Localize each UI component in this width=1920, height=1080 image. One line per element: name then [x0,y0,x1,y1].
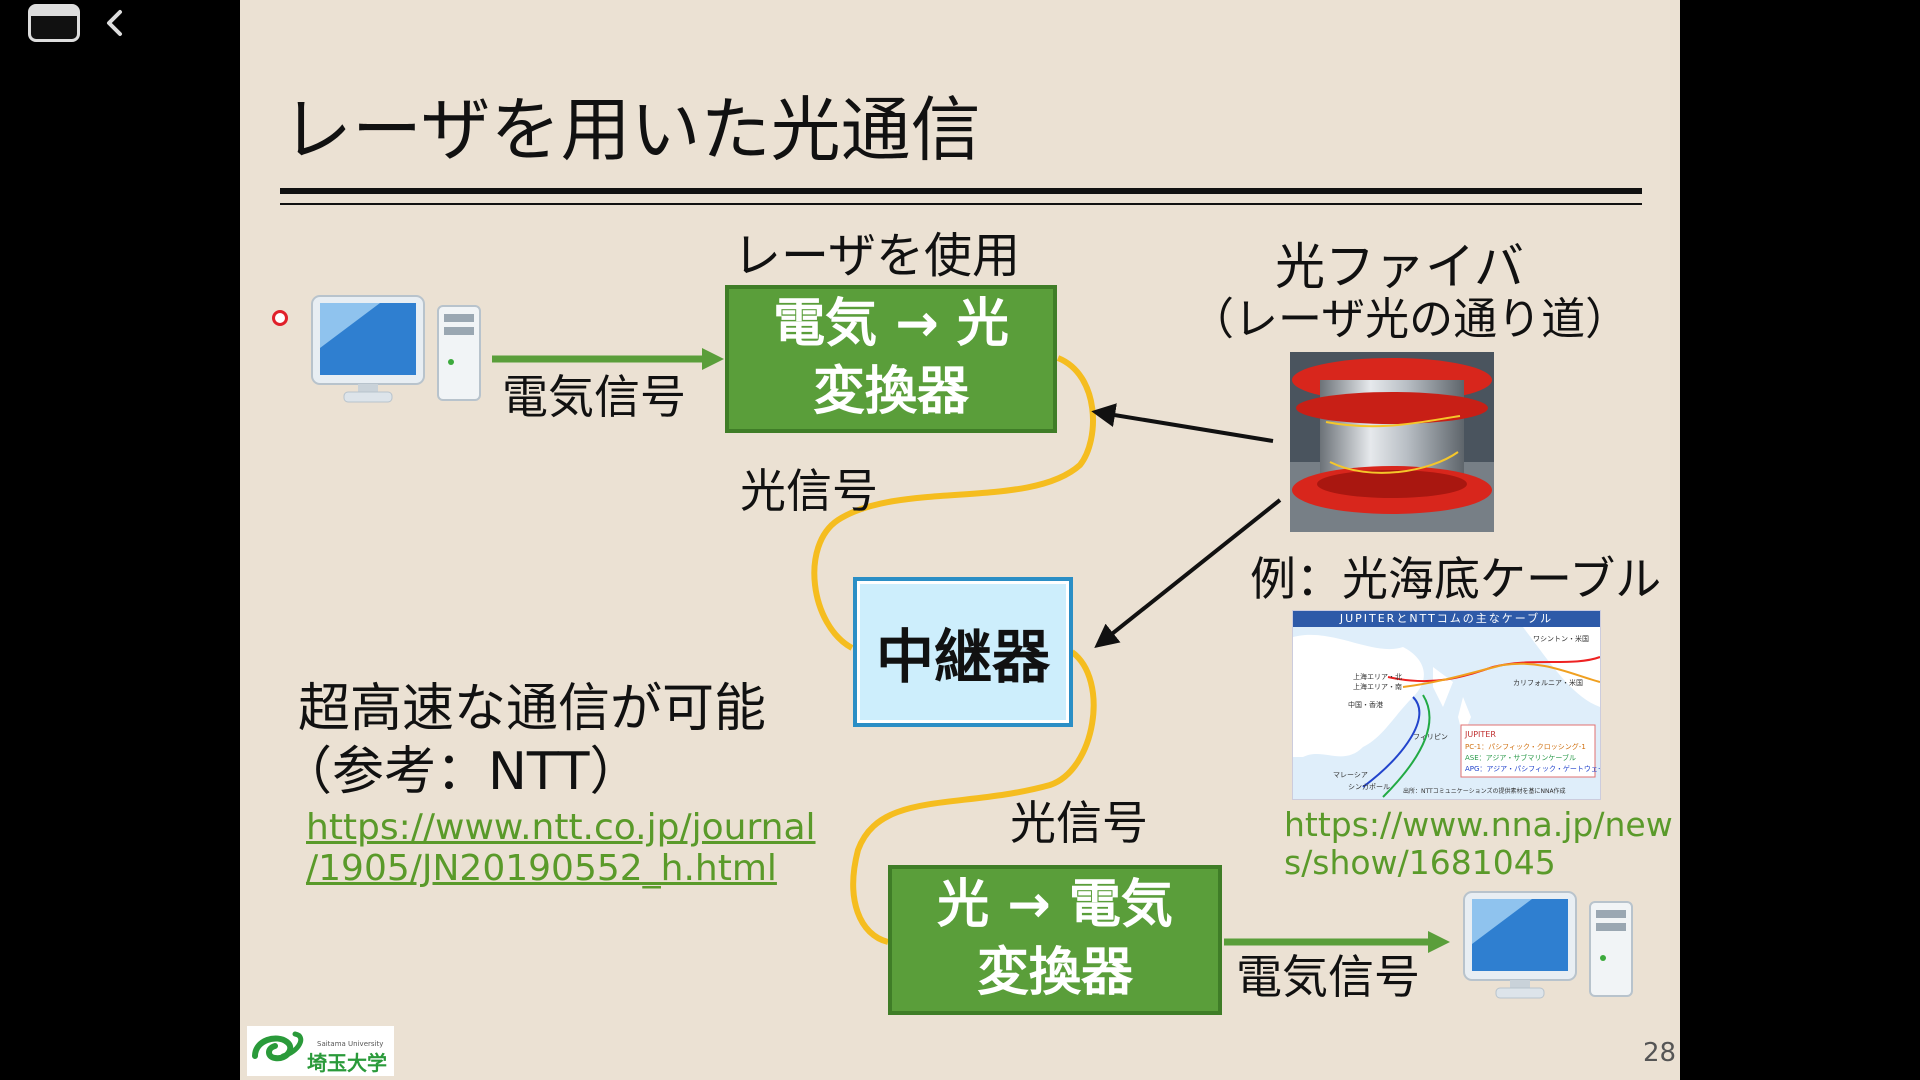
slide-title: レーザを用いた光通信 [282,89,981,171]
o2e-line2: 変換器 [976,943,1133,1003]
e2o-line1: 電気 → 光 [773,294,1009,355]
svg-text:ASE：アジア・サブマリンケーブル: ASE：アジア・サブマリンケーブル [1465,753,1576,762]
cable-map-image: JUPITERとNTTコムの主なケーブル JUPITER PC-1：パシフィック… [1292,610,1601,800]
page-number: 28 [1643,1038,1677,1068]
computer-icon [1462,888,1642,1006]
svg-text:APG：アジア・パシフィック・ゲートウェー: APG：アジア・パシフィック・ゲートウェー [1465,764,1600,773]
nna-link-line1[interactable]: https://www.nna.jp/new [1284,805,1673,844]
logo-small-text: Saitama University [317,1040,383,1048]
ntt-link-line1[interactable]: https://www.ntt.co.jp/journal [306,807,816,848]
ntt-link[interactable]: https://www.ntt.co.jp/journal /1905/JN20… [306,807,816,890]
e2o-converter-box: 電気 → 光 変換器 [725,285,1057,433]
svg-text:上海エリア・南: 上海エリア・南 [1353,682,1402,691]
fiber-subtitle: （レーザ光の通り道） [1190,294,1630,345]
svg-text:カリフォルニア・米国: カリフォルニア・米国 [1513,678,1583,687]
title-underline [280,188,1642,194]
svg-text:ワシントン・米国: ワシントン・米国 [1533,634,1589,643]
e2o-line2: 変換器 [812,362,969,422]
relay-box: 中継器 [853,577,1073,727]
fiber-title: 光ファイバ [1275,238,1524,296]
svg-text:上海エリア・北: 上海エリア・北 [1353,672,1402,681]
svg-text:シンガポール: シンガポール [1348,782,1390,791]
optical-signal-label-1: 光信号 [740,464,878,518]
logo-text: 埼玉大学 [307,1051,387,1075]
diagram-lines [492,348,1450,953]
svg-text:PC-1：パシフィック・クロッシング-1: PC-1：パシフィック・クロッシング-1 [1465,742,1586,751]
fiber-segment-2 [850,649,1097,945]
ntt-link-line2[interactable]: /1905/JN20190552_h.html [306,848,777,890]
speed-text: 超高速な通信が可能 [298,679,767,739]
pointer-to-relay [1094,498,1282,648]
pointer-dot [272,310,288,326]
svg-text:中国・香港: 中国・香港 [1348,700,1383,709]
o2e-converter-box: 光 → 電気 変換器 [888,865,1222,1015]
svg-text:出所：NTTコミュニケーションズの提供素材を基にNNA作成: 出所：NTTコミュニケーションズの提供素材を基にNNA作成 [1403,787,1566,795]
nna-link-line2[interactable]: s/show/1681045 [1284,842,1556,882]
electric-signal-label-top: 電気信号 [502,370,686,424]
nna-link[interactable]: https://www.nna.jp/new s/show/1681045 [1284,806,1673,882]
slide: レーザを用いた光通信 [240,0,1680,1080]
o2e-line1: 光 → 電気 [937,875,1173,936]
svg-text:フィリピン: フィリピン [1413,733,1448,741]
arrow-electric-in-head [702,348,724,370]
cable-map-title: JUPITERとNTTコムの主なケーブル [1293,611,1600,627]
example-label: 例：光海底ケーブル [1250,552,1662,606]
optical-signal-label-2: 光信号 [1010,796,1148,850]
computer-icon [310,292,490,410]
pointer-to-fiber [1091,403,1274,443]
back-arrow-icon[interactable] [100,4,130,42]
window-icon[interactable] [28,4,80,42]
university-logo: Saitama University 埼玉大学 [247,1026,394,1076]
relay-label: 中継器 [875,623,1050,691]
reference-text: （参考：NTT） [280,742,642,802]
svg-text:マレーシア: マレーシア [1333,771,1368,779]
laser-label: レーザを使用 [733,228,1021,284]
svg-text:JUPITER: JUPITER [1464,730,1496,739]
fiber-spool-image [1290,352,1494,532]
arrow-electric-out-head [1428,931,1450,953]
electric-signal-label-bottom: 電気信号 [1236,950,1420,1004]
title-underline-thin [280,203,1642,205]
